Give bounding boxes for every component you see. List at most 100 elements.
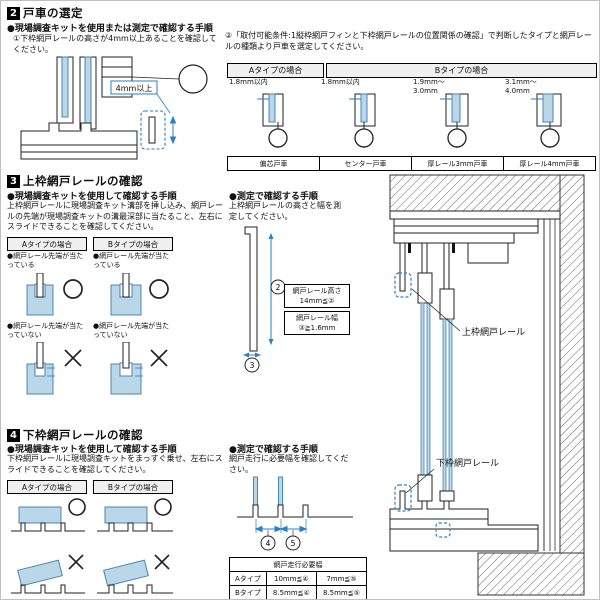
section-3-kit-procedure-title: ●現場調査キットを使用して確認する手順 [7, 192, 177, 202]
section-3-measure-text: 上枠網戸レールの高さと幅を測定してください。 [229, 201, 341, 221]
section-4-kit-procedure-text: 下枠網戸レールに現場調査キットをまっすぐ乗せ、左右にスライドできることを確認して… [7, 454, 223, 474]
roller-wheel [447, 128, 467, 148]
rail-highlight-boxes [394, 272, 451, 538]
sill-frame-profile [389, 490, 539, 552]
ok-circle-icon [149, 279, 169, 299]
roller-wheel [268, 128, 288, 148]
roller-label-2: センター戸車 [319, 156, 412, 171]
section-3-kit-procedure-text: 上枠網戸レールに現場調査キット溝部を挿し込み、網戸レールの先端が現場調査キットの… [7, 201, 223, 232]
dim-5-number: 5 [291, 539, 296, 548]
row-width-4: 10mm≦④ [265, 571, 317, 586]
section-4-number: 4 [7, 428, 20, 442]
head-frame-profile [389, 210, 561, 292]
rail-width-label: 網戸レール幅 [296, 314, 338, 322]
ng-cross-icon [150, 349, 168, 367]
roller-range-3: 1.9mm〜3.0mm [413, 78, 445, 95]
section-4-measure-title: ●測定で確認する手順 [229, 445, 318, 455]
roller-wheel [540, 128, 560, 148]
caption-not-touching-a: ●網戸レール先端が当たっていない [7, 322, 84, 340]
roller-diagram-3 [440, 93, 469, 148]
dim-4mm-label: 4mm以上 [116, 84, 153, 93]
detail-circle-icon [178, 64, 208, 94]
lower-rail-label: 下枠網戸レール [436, 457, 499, 469]
section-2-title: 戸車の選定 [23, 6, 83, 20]
roller-range-2: 1.8mm以内 [321, 78, 360, 86]
window-cross-section-diagram: 上枠網戸レール 下枠網戸レール [389, 174, 585, 596]
row-type: Bタイプ [229, 585, 267, 599]
rail-height-label: 網戸レール高さ [292, 287, 342, 295]
roller-range-1: 1.8mm以内 [229, 78, 268, 86]
roller-range-4: 3.1mm〜4.0mm [505, 78, 537, 95]
travel-width-table-title: 網戸走行必要幅 [229, 557, 367, 572]
section-3-measure-title: ●測定で確認する手順 [229, 192, 318, 202]
step-1-text: ①下枠網戸レールの高さが4mm以上あることを確認してください。 [13, 34, 217, 54]
type-a-header-s3: Aタイプの場合 [7, 237, 87, 251]
travel-width-arrows [254, 525, 308, 533]
caption-touching-b: ●網戸レール先端が当たっている [93, 252, 170, 270]
dim-4-circle [260, 535, 276, 551]
section-3-number: 3 [7, 174, 20, 188]
ok-circle-icon [154, 498, 172, 516]
rail-width-box: 網戸レール幅 ③≧1.6mm [284, 311, 350, 336]
kit-seat-diagram-b [97, 498, 173, 594]
type-b-header-s3: Bタイプの場合 [93, 237, 173, 251]
ng-cross-icon [68, 554, 84, 570]
rail-height-box: 網戸レール高さ 14mm≦② [284, 284, 350, 309]
roller-label-3: 厚レール3mm戸車 [411, 156, 504, 171]
ng-cross-icon [154, 554, 170, 570]
type-b-header-s2: Bタイプの場合 [326, 63, 597, 78]
step-2-text: ②「取付可能条件:1縦枠網戸フィンと下枠網戸レールの位置関係の確認」で判断したタ… [225, 31, 592, 51]
table-row: Bタイプ 8.5mm≦④ 8.5mm≦⑤ [229, 585, 368, 599]
lintel-section [389, 174, 561, 212]
roller-diagram-1 [257, 93, 288, 148]
rail-width-value: ③≧1.6mm [298, 324, 336, 333]
height-dimension-arrow [169, 115, 177, 145]
section-4-header: 4 下枠網戸レールの確認 [7, 427, 143, 443]
wall-section [559, 174, 585, 596]
ng-cross-icon [64, 349, 82, 367]
sill-corner-diagram: 4mm以上 [20, 56, 208, 160]
ok-circle-icon [63, 279, 83, 299]
dim-3-circle [244, 357, 260, 373]
upper-rail-label: 上枠網戸レール [462, 326, 525, 338]
row-width-5: 8.5mm≦⑤ [315, 585, 368, 599]
kit-gap-diagram-a [26, 342, 82, 395]
roller-wheel [354, 128, 374, 148]
section-2-header: 2 戸車の選定 [7, 5, 83, 21]
kit-touch-diagram-a [26, 273, 83, 316]
roller-diagram-2 [349, 93, 376, 148]
screen-rail-stub [148, 116, 156, 144]
roller-option-3: 1.9mm〜3.0mm 厚レール3mm戸車 [411, 78, 504, 171]
caption-not-touching-b: ●網戸レール先端が当たっていない [93, 322, 170, 340]
type-a-header-s2: Aタイプの場合 [227, 63, 324, 78]
section-3-header: 3 上枠網戸レールの確認 [7, 173, 143, 189]
kit-gap-diagram-b [110, 342, 168, 395]
dim-2-number: 2 [276, 283, 281, 292]
measuring-tool-diagram: 2 3 [243, 226, 286, 373]
roller-diagram-4 [531, 93, 562, 148]
sill-width-diagram: 4 5 [237, 476, 353, 551]
row-type: Aタイプ [229, 571, 267, 586]
dim-3-number: 3 [250, 361, 255, 370]
kit-seat-diagram-a [11, 498, 86, 594]
roller-option-1: 1.8mm以内 偏芯戸車 [227, 78, 320, 171]
glass-pane [84, 56, 92, 124]
section-2-procedure-title: ●現場調査キットを使用または測定で確認する手順 [7, 24, 213, 34]
roller-label-1: 偏芯戸車 [227, 156, 320, 171]
floor-section [477, 552, 585, 596]
ok-circle-icon [68, 498, 86, 516]
section-4-kit-procedure-title: ●現場調査キットを使用して確認する手順 [7, 445, 177, 455]
roller-option-4: 3.1mm〜4.0mm 厚レール4mm戸車 [503, 78, 596, 171]
type-b-header-s4: Bタイプの場合 [93, 480, 173, 494]
section-4-title: 下枠網戸レールの確認 [23, 428, 143, 442]
roller-option-2: 1.8mm以内 センター戸車 [319, 78, 412, 171]
dim-4-number: 4 [266, 539, 271, 548]
row-width-4: 8.5mm≦④ [265, 585, 317, 599]
rail-height-value: 14mm≦② [299, 297, 335, 306]
glass-pane [61, 56, 69, 118]
section-4-measure-text: 網戸走行に必要幅を確認してください。 [229, 454, 349, 474]
table-row: Aタイプ 10mm≦④ 7mm≦⑤ [229, 571, 368, 586]
type-a-header-s4: Aタイプの場合 [7, 480, 87, 494]
section-3-title: 上枠網戸レールの確認 [23, 174, 143, 188]
